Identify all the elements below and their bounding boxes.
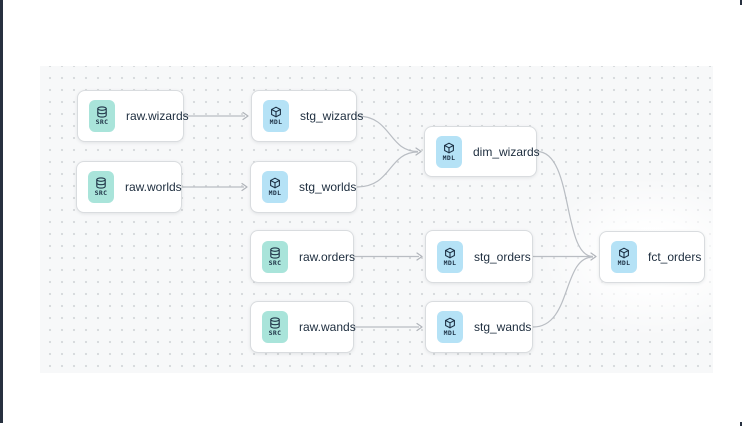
mdl-badge: MDL xyxy=(436,135,462,168)
node-label: stg_worlds xyxy=(299,180,357,194)
mdl-badge: MDL xyxy=(437,311,463,343)
arrowhead xyxy=(590,252,597,261)
badge-label: SRC xyxy=(268,329,282,338)
database-icon xyxy=(96,106,108,118)
node-label: raw.orders xyxy=(299,249,356,264)
node-fct-orders[interactable]: MDL fct_orders xyxy=(599,231,705,283)
node-label: dim_wizards xyxy=(473,144,540,159)
mdl-badge: MDL xyxy=(611,241,637,273)
badge-label: MDL xyxy=(443,329,457,338)
node-raw-worlds[interactable]: SRC raw.worlds xyxy=(76,161,182,213)
arrowhead xyxy=(416,322,423,332)
badge-label: SRC xyxy=(268,258,282,267)
arrowhead xyxy=(415,147,422,156)
window-left-edge xyxy=(0,0,3,423)
database-icon xyxy=(269,317,281,329)
edge-dim-wizards-fct-orders xyxy=(536,150,594,258)
badge-label: MDL xyxy=(617,259,631,268)
edge-stg-wands-fct-orders xyxy=(532,256,594,328)
mdl-badge: MDL xyxy=(437,240,463,273)
cube-icon xyxy=(444,317,456,329)
node-dim-wizards[interactable]: MDL dim_wizards xyxy=(424,126,540,177)
cube-icon xyxy=(270,106,282,118)
badge-label: SRC xyxy=(95,118,109,127)
database-icon xyxy=(269,247,281,259)
node-label: raw.wands xyxy=(299,320,356,334)
src-badge: SRC xyxy=(88,171,114,203)
node-label: raw.worlds xyxy=(125,180,182,194)
src-badge: SRC xyxy=(89,100,115,132)
src-badge: SRC xyxy=(262,240,288,273)
node-label: stg_wands xyxy=(474,320,532,334)
database-icon xyxy=(95,177,107,189)
node-stg-wands[interactable]: MDL stg_wands xyxy=(425,301,533,353)
node-raw-orders[interactable]: SRC raw.orders xyxy=(250,230,356,283)
node-stg-worlds[interactable]: MDL stg_worlds xyxy=(250,161,357,213)
arrowhead xyxy=(416,252,423,261)
edge-stg-wizards-dim-wizards xyxy=(356,115,419,153)
node-label: stg_orders xyxy=(474,249,531,264)
cube-icon xyxy=(618,247,630,259)
node-raw-wizards[interactable]: SRC raw.wizards xyxy=(77,90,189,142)
window-corner-mark-top xyxy=(740,0,742,5)
node-label: fct_orders xyxy=(648,250,702,264)
dag-canvas[interactable]: SRC raw.wizards MDL stg_wizards SRC raw.… xyxy=(40,66,713,373)
node-label: raw.wizards xyxy=(126,109,189,123)
window-corner-mark-bottom xyxy=(740,422,742,426)
cube-icon xyxy=(269,177,281,189)
cube-icon xyxy=(444,247,456,259)
edge-stg-worlds-dim-wizards xyxy=(356,151,419,188)
arrowhead xyxy=(241,182,248,192)
mdl-badge: MDL xyxy=(262,171,288,203)
src-badge: SRC xyxy=(262,311,288,343)
badge-label: MDL xyxy=(443,258,457,267)
node-stg-wizards[interactable]: MDL stg_wizards xyxy=(251,90,363,142)
mdl-badge: MDL xyxy=(263,100,289,132)
badge-label: MDL xyxy=(269,118,283,127)
badge-label: MDL xyxy=(268,189,282,198)
cube-icon xyxy=(443,142,455,154)
arrowhead xyxy=(242,111,249,121)
badge-label: MDL xyxy=(442,153,456,162)
node-stg-orders[interactable]: MDL stg_orders xyxy=(425,230,533,283)
node-raw-wands[interactable]: SRC raw.wands xyxy=(250,301,356,353)
badge-label: SRC xyxy=(94,189,108,198)
node-label: stg_wizards xyxy=(300,109,364,123)
